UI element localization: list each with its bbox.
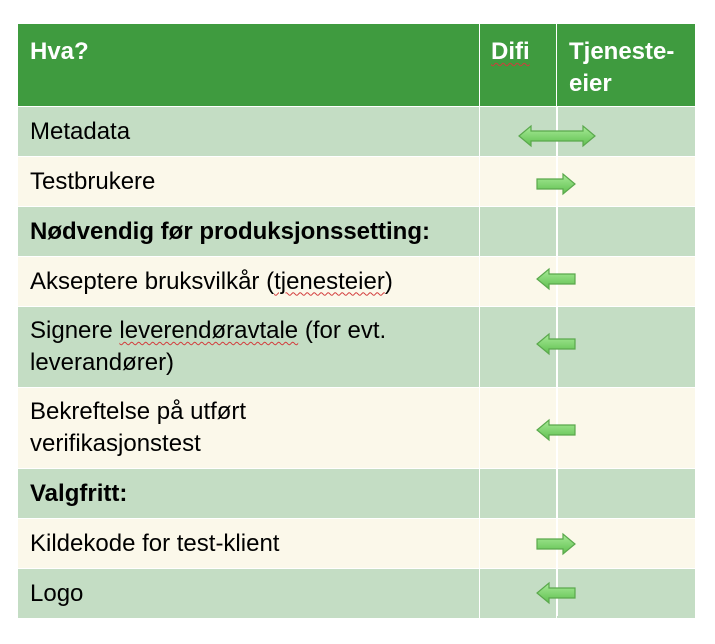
row-label-post: (for evt.: [298, 317, 387, 344]
spellcheck-word: leverendøravtale: [119, 317, 299, 344]
responsibility-table: Hva? Difi Tjeneste- eier Metadata Testbr…: [18, 24, 695, 618]
column-divider: [556, 106, 558, 616]
table-header-row: Hva? Difi Tjeneste- eier: [18, 24, 695, 107]
header-difi-label: Difi: [491, 38, 530, 65]
difi-cell: [480, 107, 557, 156]
difi-cell: [480, 569, 557, 618]
row-label-line1: Signere leverendøravtale (for evt.: [30, 315, 386, 347]
row-label: Signere leverendøravtale (for evt. lever…: [18, 307, 480, 387]
header-service-owner-line2: eier: [569, 70, 612, 97]
spellcheck-word: tjenesteier: [274, 267, 385, 295]
header-service-owner: Tjeneste- eier: [557, 24, 695, 106]
section-heading: Valgfritt:: [18, 469, 480, 518]
header-service-owner-line1: Tjeneste-: [569, 38, 675, 65]
owner-cell: [557, 157, 695, 206]
difi-cell: [480, 388, 557, 468]
table-row: Bekreftelse på utført verifikasjonstest: [18, 388, 695, 469]
row-label: Akseptere bruksvilkår (tjenesteier): [18, 257, 480, 306]
row-label-line2: verifikasjonstest: [30, 430, 201, 457]
row-label: Kildekode for test-klient: [18, 519, 480, 568]
row-label: Logo: [18, 569, 480, 618]
row-label: Testbrukere: [18, 157, 480, 206]
difi-cell: [480, 307, 557, 387]
owner-cell: [557, 207, 695, 256]
table-row: Signere leverendøravtale (for evt. lever…: [18, 307, 695, 388]
table-row: Metadata: [18, 107, 695, 157]
row-label: Metadata: [18, 107, 480, 156]
row-label-pre: Signere: [30, 317, 120, 344]
row-label-line2: leverandører): [30, 349, 175, 376]
header-difi: Difi: [480, 24, 557, 106]
owner-cell: [557, 519, 695, 568]
section-heading: Nødvendig før produksjonssetting:: [18, 207, 480, 256]
table-row: Testbrukere: [18, 157, 695, 207]
header-what: Hva?: [18, 24, 480, 106]
owner-cell: [557, 569, 695, 618]
row-label: Bekreftelse på utført verifikasjonstest: [18, 388, 480, 468]
row-label-pre: Akseptere bruksvilkår (: [30, 267, 275, 295]
table-row: Logo: [18, 569, 695, 618]
owner-cell: [557, 307, 695, 387]
table-row: Akseptere bruksvilkår (tjenesteier): [18, 257, 695, 307]
difi-cell: [480, 257, 557, 306]
row-label-post: ): [384, 267, 393, 295]
row-label-line1: Bekreftelse på utført: [30, 398, 247, 425]
table-row-section: Nødvendig før produksjonssetting:: [18, 207, 695, 257]
table-row-section: Valgfritt:: [18, 469, 695, 519]
table-row: Kildekode for test-klient: [18, 519, 695, 569]
owner-cell: [557, 469, 695, 518]
difi-cell: [480, 207, 557, 256]
owner-cell: [557, 107, 695, 156]
difi-cell: [480, 469, 557, 518]
difi-cell: [480, 519, 557, 568]
difi-cell: [480, 157, 557, 206]
owner-cell: [557, 388, 695, 468]
owner-cell: [557, 257, 695, 306]
